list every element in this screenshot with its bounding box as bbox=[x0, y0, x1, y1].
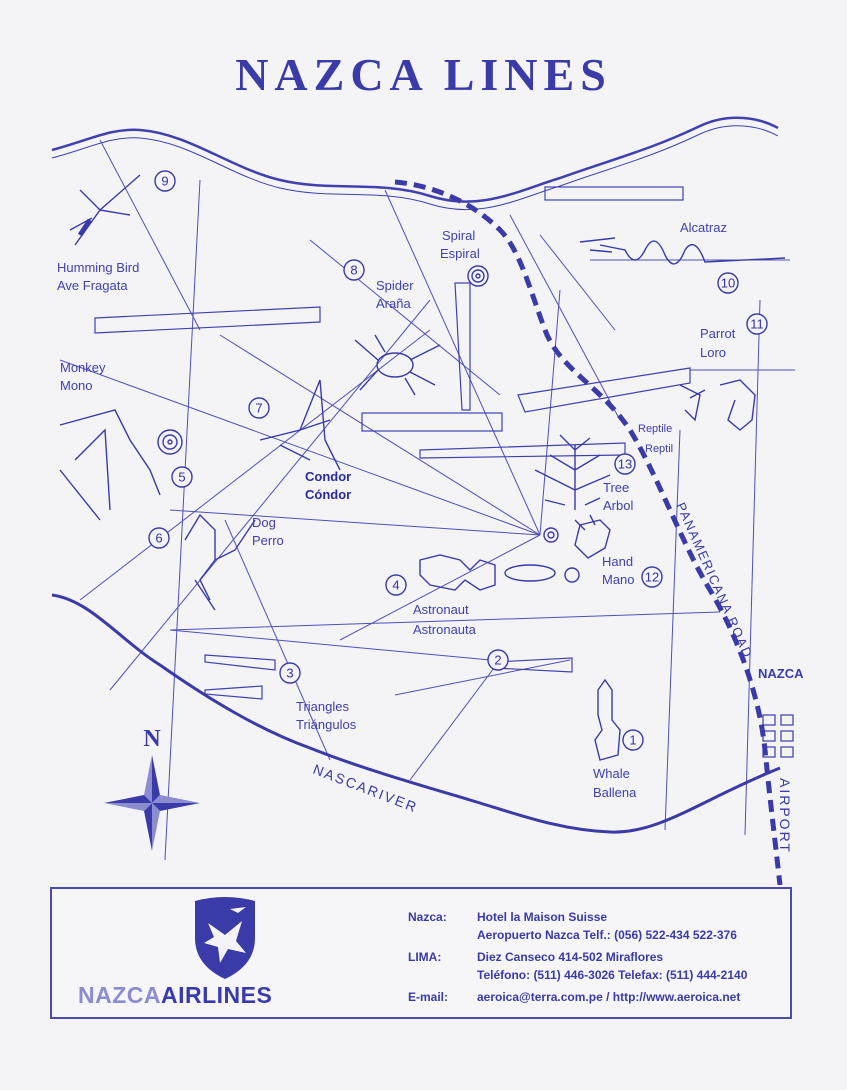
reptile-label: Reptile bbox=[638, 423, 672, 435]
lima-address: Diez Canseco 414-502 Miraflores bbox=[477, 950, 664, 964]
north-label: N bbox=[143, 726, 161, 752]
marker-circle-4 bbox=[385, 574, 407, 596]
panamericana-road bbox=[394, 179, 783, 885]
astronaut-label: Astronaut bbox=[413, 602, 469, 617]
ballena-label: Ballena bbox=[593, 785, 637, 800]
marker-circle-6 bbox=[148, 527, 170, 549]
mountain-edge bbox=[51, 116, 779, 203]
marker-circle-7 bbox=[248, 397, 270, 419]
espiral-label: Espiral bbox=[440, 246, 480, 261]
logo-text-nazca: NAZCA bbox=[78, 982, 161, 1008]
geoglyph-lines bbox=[59, 139, 795, 861]
marker-number-12: 12 bbox=[645, 570, 659, 585]
marker-number-11: 11 bbox=[750, 317, 764, 332]
nazca-hotel: Hotel la Maison Suisse bbox=[477, 910, 608, 924]
footer-box bbox=[50, 887, 792, 1019]
nazca-airport-phone: Aeropuerto Nazca Telf.: (056) 522-434 52… bbox=[477, 928, 737, 942]
nasca-river bbox=[51, 593, 781, 834]
marker-number-3: 3 bbox=[286, 666, 293, 681]
ave-fragata-label: Ave Fragata bbox=[57, 278, 128, 293]
monkey-label: Monkey bbox=[60, 360, 106, 375]
tree-label: Tree bbox=[603, 480, 629, 495]
logo-text-airlines: AIRLINES bbox=[161, 982, 273, 1008]
lima-phone: Teléfono: (511) 446-3026 Telefax: (511) … bbox=[477, 968, 748, 982]
astronauta-label: Astronauta bbox=[413, 622, 477, 637]
marker-circle-8 bbox=[343, 259, 365, 281]
arana-label: Araña bbox=[376, 296, 411, 311]
figure-glyphs bbox=[59, 174, 786, 761]
marker-circle-10 bbox=[717, 272, 739, 294]
dog-label: Dog bbox=[252, 515, 276, 530]
marker-number-9: 9 bbox=[161, 174, 168, 189]
whale-label: Whale bbox=[593, 766, 630, 781]
spider-label: Spider bbox=[376, 278, 414, 293]
marker-number-2: 2 bbox=[494, 653, 501, 668]
compass-rose bbox=[104, 755, 200, 851]
email-value[interactable]: aeroica@terra.com.pe / http://www.aeroic… bbox=[477, 990, 741, 1004]
mano-label: Mano bbox=[602, 572, 635, 587]
marker-number-6: 6 bbox=[155, 531, 162, 546]
nazca-town-blocks bbox=[762, 714, 794, 758]
reptil-label: Reptil bbox=[645, 443, 673, 455]
marker-number-13: 13 bbox=[618, 457, 632, 472]
alcatraz-label: Alcatraz bbox=[680, 220, 727, 235]
mono-label: Mono bbox=[60, 378, 93, 393]
marker-circle-11 bbox=[746, 313, 768, 335]
triangulos-label: Triángulos bbox=[296, 717, 357, 732]
map-title: NAZCA LINES bbox=[235, 49, 612, 100]
nazca-label: Nazca: bbox=[408, 910, 447, 924]
condor-es-label: Cóndor bbox=[305, 487, 351, 502]
marker-circle-13 bbox=[614, 453, 636, 475]
marker-circle-9 bbox=[154, 170, 176, 192]
parrot-label: Parrot bbox=[700, 326, 736, 341]
marker-circle-3 bbox=[279, 662, 301, 684]
town-label: NAZCA bbox=[758, 666, 804, 681]
marker-circle-12 bbox=[641, 566, 663, 588]
hand-label: Hand bbox=[602, 554, 633, 569]
condor-label: Condor bbox=[305, 469, 351, 484]
marker-number-10: 10 bbox=[721, 276, 735, 291]
triangles-label: Triangles bbox=[296, 699, 349, 714]
panamericana-road-label: PANAMERICANA ROAD bbox=[673, 500, 755, 661]
marker-circle-1 bbox=[622, 729, 644, 751]
airport-label: AIRPORT bbox=[777, 778, 793, 854]
spiral-label: Spiral bbox=[442, 228, 475, 243]
humming-bird-label: Humming Bird bbox=[57, 260, 139, 275]
perro-label: Perro bbox=[252, 533, 284, 548]
email-label: E-mail: bbox=[408, 990, 449, 1004]
marker-circle-2 bbox=[487, 649, 509, 671]
arbol-label: Arbol bbox=[603, 498, 633, 513]
lima-label: LIMA: bbox=[408, 950, 442, 964]
nazca-airlines-logo-emblem bbox=[195, 897, 255, 979]
marker-number-5: 5 bbox=[178, 470, 185, 485]
marker-number-7: 7 bbox=[255, 401, 262, 416]
nazca-airlines-logo: NAZCAAIRLINES bbox=[78, 982, 272, 1009]
marker-number-1: 1 bbox=[629, 733, 636, 748]
marker-number-4: 4 bbox=[392, 578, 399, 593]
marker-number-8: 8 bbox=[350, 263, 357, 278]
marker-circle-5 bbox=[171, 466, 193, 488]
loro-label: Loro bbox=[700, 345, 726, 360]
